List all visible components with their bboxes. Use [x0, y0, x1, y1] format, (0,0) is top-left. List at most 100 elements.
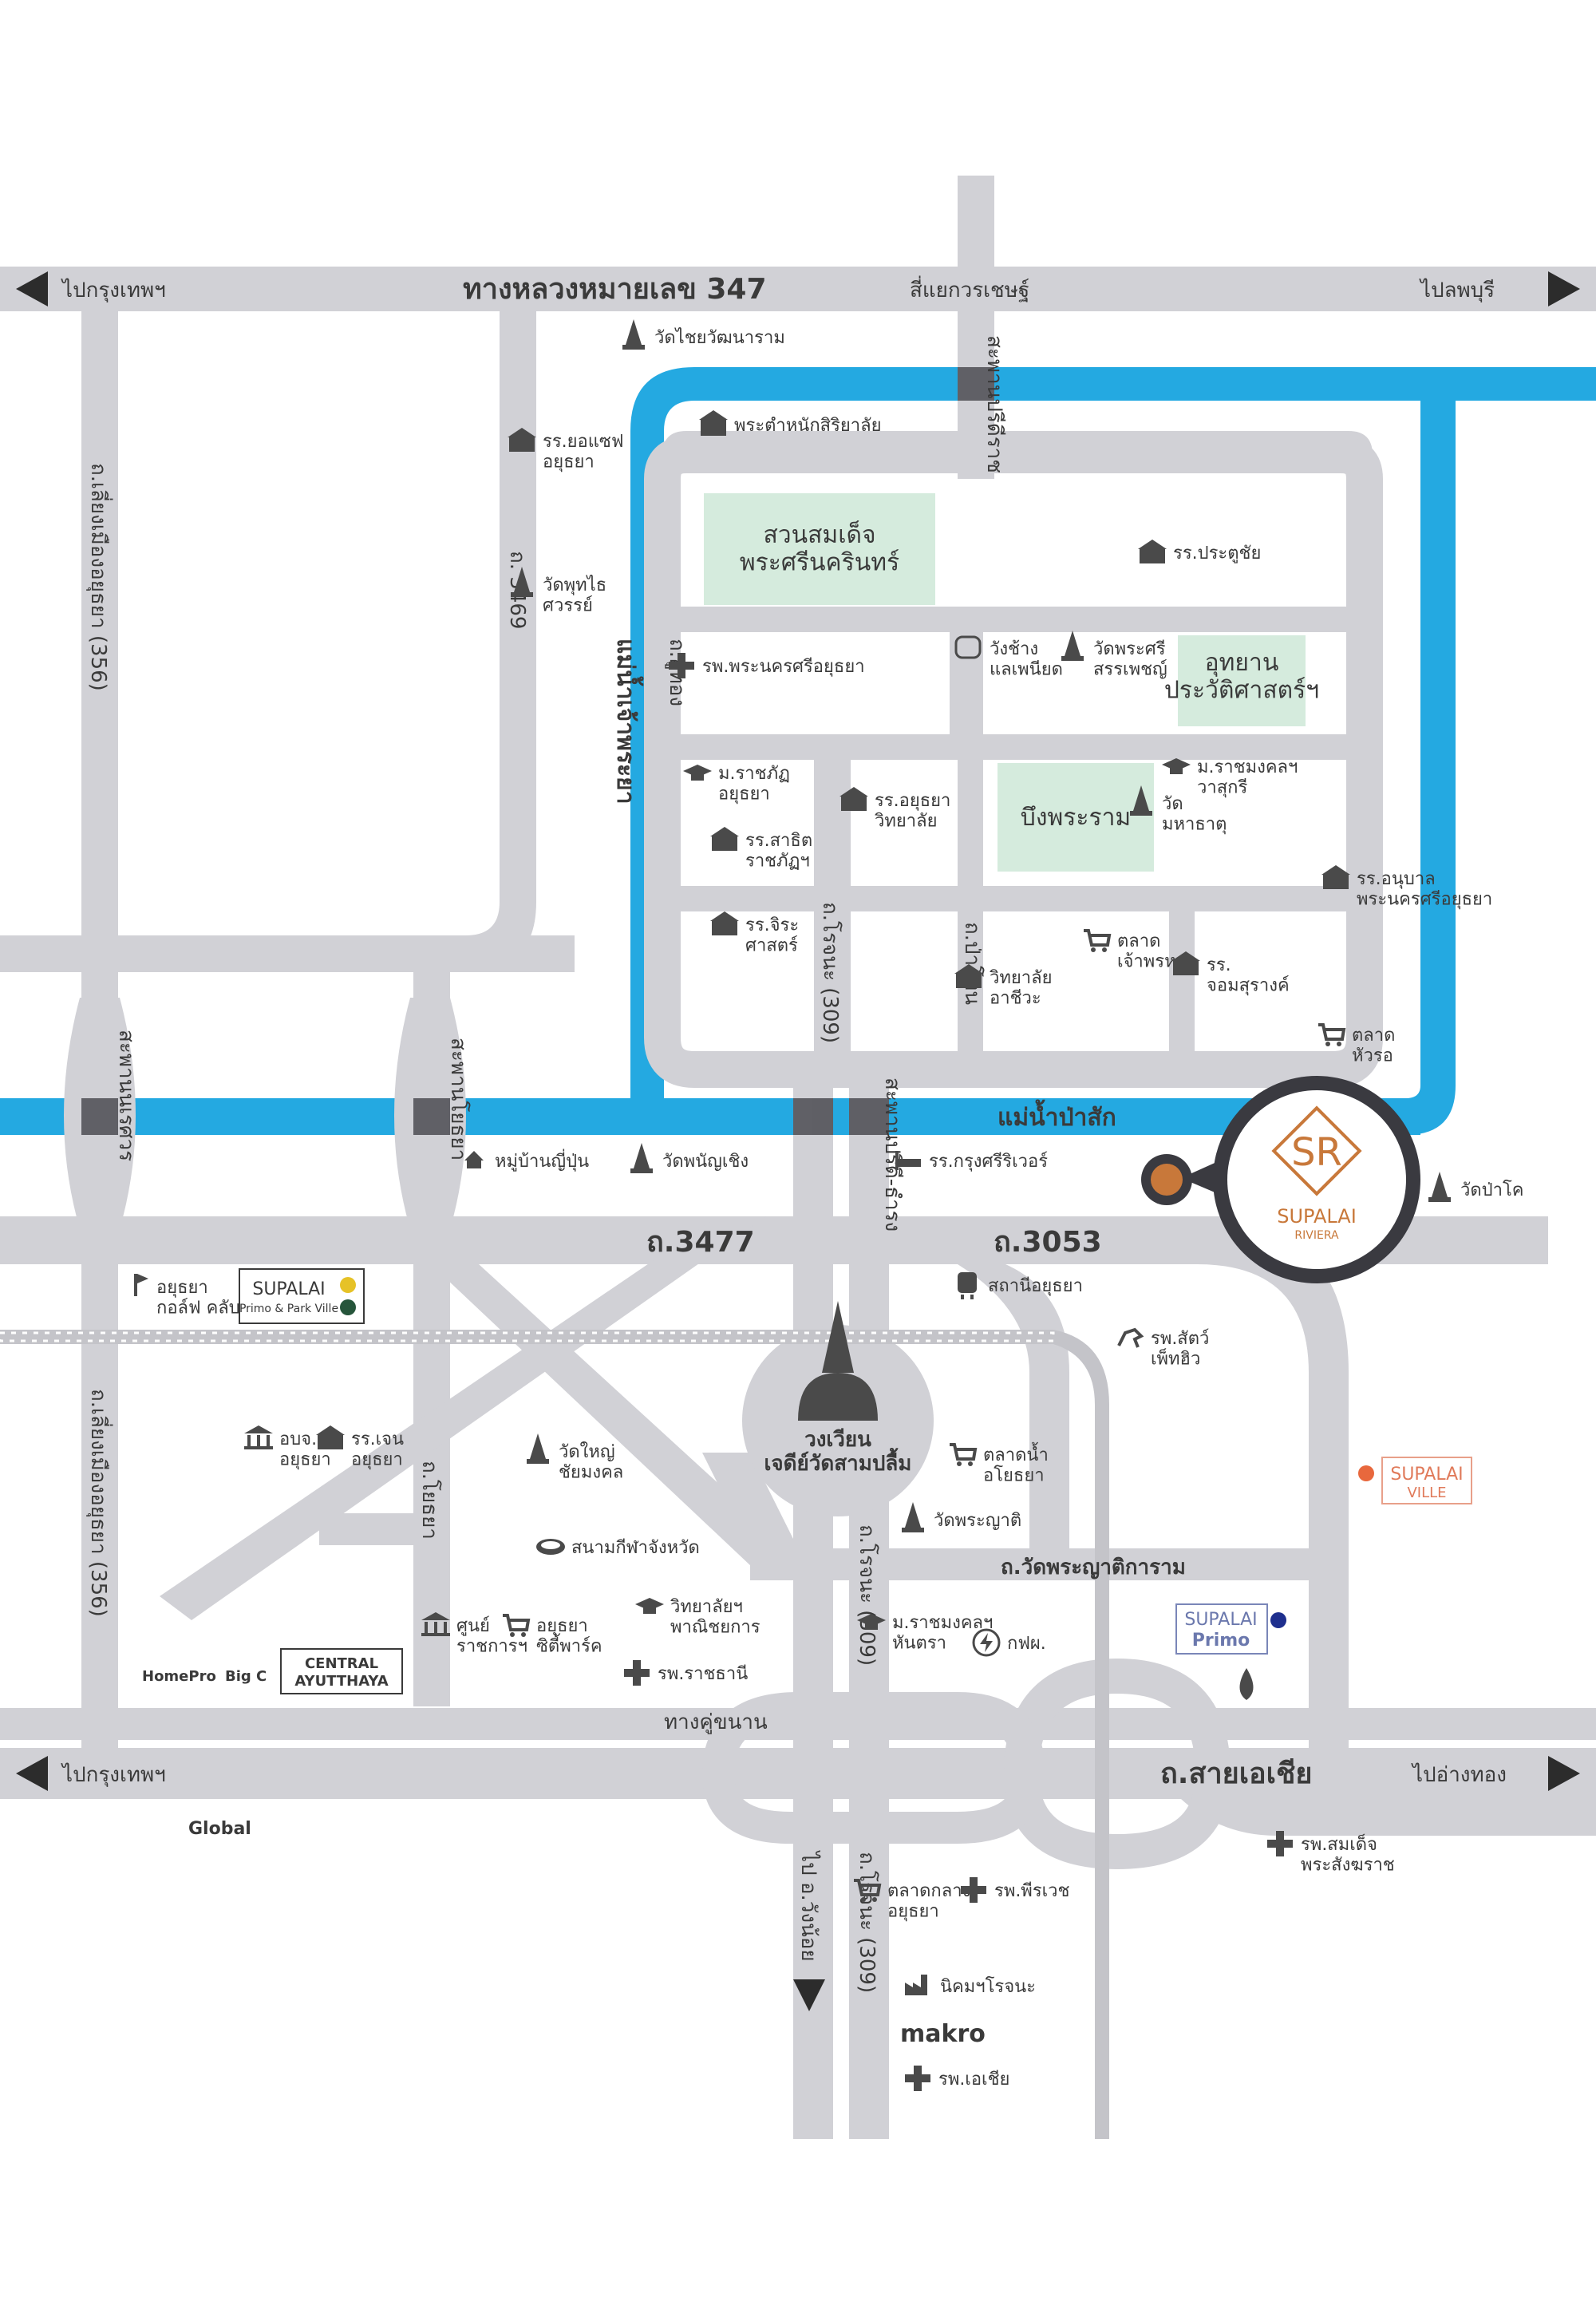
label-road-rojana-2: ถ.โรจนะ (309)	[855, 1524, 879, 1666]
brand-homepro: HomePro	[142, 1668, 216, 1685]
poi-asia-hospital: รพ.เอเชีย	[905, 2066, 1009, 2091]
arrow-right-top-icon	[1548, 271, 1580, 306]
school-icon	[1171, 951, 1200, 975]
poi-label: รร.สาธิตราชภัฏฯ	[745, 831, 812, 871]
temple-icon	[902, 1502, 924, 1532]
direction-arrows	[16, 271, 1580, 2011]
poi-wat-pako: วัดป่าโค	[1428, 1172, 1524, 1202]
project-marker: SR SUPALAI RIVIERA	[1141, 1076, 1420, 1283]
poi-gov-center: ศูนย์ราชการฯ	[421, 1612, 527, 1656]
rivers	[0, 367, 1596, 1135]
brand-makro: makro	[900, 2020, 986, 2048]
brand-supalai-ville: SUPALAI VILLE	[1358, 1457, 1472, 1504]
label-road-patone: ถ.ป่าโทน	[960, 922, 985, 1005]
label-road-watphraya: ถ.วัดพระญาติการาม	[1001, 1556, 1186, 1580]
poi-wat-chaiwat: วัดไชยวัฒนาราม	[622, 319, 785, 350]
poi-label: ตลาดน้ำอโยธยา	[983, 1442, 1049, 1485]
poi-rajamangala-2: ม.ราชมงคลฯหันตรา	[857, 1613, 993, 1653]
poi-pracha-school: รร.ประตูชัย	[1138, 540, 1261, 563]
university-icon	[635, 1598, 664, 1614]
elephant-icon	[954, 635, 982, 659]
school-icon	[839, 787, 868, 811]
label-road-khunan: ทางคู่ขนาน	[664, 1710, 768, 1734]
poi-wat-phrasri: วัดพระศรีสรรเพชญ์	[1061, 631, 1167, 679]
svg-text:VILLE: VILLE	[1407, 1485, 1446, 1501]
label-bridge-naresuan: สะพานนเรศวร	[114, 1030, 138, 1161]
poi-label: นิคมฯโรจนะ	[940, 1976, 1036, 1997]
label-to-lopburi: ไปลพบุรี	[1419, 278, 1495, 302]
poi-label: อยุธยากอล์ฟ คลับ	[156, 1278, 240, 1318]
label-chao-phraya: แม่น้ำเจ้าพระยา	[611, 639, 644, 805]
poi-ayu-witthaya: รร.อยุธยาวิทยาลัย	[839, 787, 950, 831]
poi-label: วังช้างแลเพนียด	[990, 639, 1063, 679]
temple-icon	[1061, 631, 1084, 661]
poi-label: อยุธยาซิตี้พาร์ค	[536, 1616, 602, 1656]
poi-anuban: รร.อนุบาลพระนครศรีอยุธยา	[1321, 865, 1492, 909]
temple-icon	[527, 1433, 549, 1464]
arrow-down-icon	[793, 1979, 825, 2011]
poi-rajabhat: ม.ราชภัฏอยุธยา	[683, 764, 790, 804]
poi-label: สนามกีฬาจังหวัด	[571, 1538, 700, 1558]
poi-wat-phuttai: วัดพุทไธศวรรย์	[511, 567, 606, 615]
poi-chomsurang: รร.จอมสุรางค์	[1171, 951, 1290, 995]
cart-icon	[1084, 929, 1112, 952]
poi-phra-hospital: รพ.พระนครศรีอยุธยา	[669, 653, 865, 678]
poi-label: รร.จอมสุรางค์	[1207, 955, 1290, 995]
label-road-rojana-1: ถ.โรจนะ (309)	[818, 902, 843, 1043]
temple-icon	[622, 319, 645, 350]
park-bueng-label: บึงพระราม	[1021, 804, 1131, 832]
poi-rajamangala-1: ม.ราชมงคลฯวาสุกรี	[1162, 757, 1298, 797]
label-road-rojana-3: ถ.โรจนะ (309)	[855, 1852, 879, 1993]
poi-label: ม.ราชมงคลฯวาสุกรี	[1197, 757, 1298, 797]
poi-label: รพ.สมเด็จพระสังฆราช	[1301, 1833, 1395, 1875]
poi-phiravet: รพ.พีรเวช	[961, 1877, 1069, 1903]
cart-icon	[950, 1443, 978, 1466]
poi-label: รพ.สัตว์เพ็ทฮิว	[1151, 1329, 1209, 1369]
school-icon	[508, 428, 536, 452]
svg-text:SUPALAI: SUPALAI	[252, 1279, 325, 1299]
label-sikwa: สี่แยกวรเชษฐ์	[910, 275, 1029, 302]
label-to-angthong: ไปอ่างทอง	[1411, 1762, 1507, 1787]
hospital-icon	[624, 1660, 650, 1686]
brand-supalai-primo-park: SUPALAI Primo & Park Ville	[239, 1268, 365, 1324]
hospital-icon	[1267, 1831, 1293, 1856]
label-to-bangkok-bottom: ไปกรุงเทพฯ	[61, 1762, 166, 1787]
school-icon	[1138, 540, 1167, 563]
road-wat-phrayat	[750, 1548, 1349, 1580]
poi-label: รร.อยุธยาวิทยาลัย	[874, 791, 950, 831]
poi-label: รพ.เอเชีย	[938, 2070, 1009, 2090]
poi-label: รร.ยอแซฟอยุธยา	[543, 432, 623, 472]
poi-wat-phrayat: วัดพระญาติ	[902, 1502, 1021, 1532]
govt-icon	[244, 1425, 273, 1449]
cart-icon	[854, 1879, 882, 1902]
temple-icon	[1130, 785, 1152, 816]
label-highway-347: ทางหลวงหมายเลข 347	[463, 273, 767, 306]
pasak-river	[0, 1098, 1420, 1135]
school-icon	[710, 911, 739, 935]
stadium-icon	[536, 1539, 565, 1555]
school-icon	[1321, 865, 1350, 889]
road-3469	[0, 311, 536, 972]
school-icon	[316, 1425, 345, 1449]
road-rojana-b	[849, 1069, 889, 2139]
poi-label: รพ.พีรเวช	[994, 1881, 1069, 1901]
poi-label: รร.ประตูชัย	[1173, 544, 1261, 563]
school-icon	[954, 964, 983, 988]
poi-label: สถานีอยุธยา	[988, 1276, 1083, 1296]
poi-label: วิทยาลัยฯพาณิชยการ	[670, 1597, 760, 1637]
island-ring-road	[644, 437, 1383, 1088]
poi-ratchathani: รพ.ราชธานี	[624, 1660, 748, 1686]
label-road-356-top: ถ.เลี่ยงเมืองอยุธยา (356)	[86, 463, 113, 691]
poi-label: วัดป่าโค	[1460, 1180, 1524, 1200]
poi-krungsri-river: รร.กรุงศรีริเวอร์	[895, 1151, 1048, 1172]
temple-icon	[630, 1143, 653, 1173]
poi-label: วัดใหญ่ชัยมงคล	[559, 1441, 623, 1482]
project-location-dot	[1151, 1164, 1183, 1196]
road-rojana-a	[793, 1069, 833, 2139]
hospital-icon	[961, 1877, 986, 1903]
label-bridge-ayothaya: สะพานโยธยา	[446, 1038, 471, 1160]
brand-global: Global	[188, 1819, 251, 1839]
poi-label: วัดพุทไธศวรรย์	[543, 575, 606, 615]
poi-label: รร.อนุบาลพระนครศรีอยุธยา	[1357, 869, 1492, 909]
